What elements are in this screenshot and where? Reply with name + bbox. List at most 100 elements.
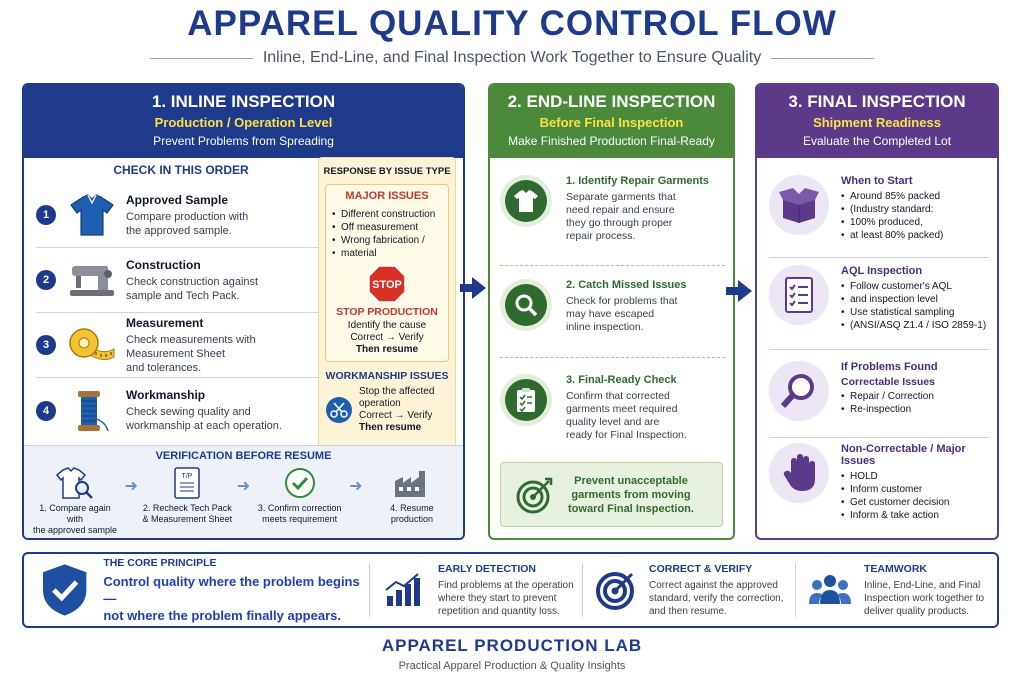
endline-level: Before Final Inspection [539,115,684,130]
core-principle-bar: THE CORE PRINCIPLE Control quality where… [22,552,999,628]
problems-title: If Problems Found [841,361,938,373]
shirt-magnifier-icon [30,466,120,500]
endline-title: 2. END-LINE INSPECTION [507,92,716,111]
step-title: Construction [126,257,201,272]
repair-shirt-icon [500,175,552,227]
step-title: Approved Sample [126,192,229,207]
clipboard-checklist-icon [500,374,552,426]
list-item: Inform & take action [841,509,991,522]
list-item: Wrong fabrication / [332,234,448,247]
list-item: Repair / Correction [841,390,991,403]
flow-arrow-icon [726,280,752,302]
final-start-list: Around 85% packed (Industry standard: 10… [841,190,991,242]
endline-inspection-panel: 2. END-LINE INSPECTION Before Final Insp… [488,83,735,540]
list-item: Get customer decision [841,496,991,509]
divider [795,563,796,617]
inline-desc: Prevent Problems from Spreading [153,134,334,148]
verification-section: VERIFICATION BEFORE RESUME 1. Compare ag… [24,445,463,538]
arrow-right-icon: ➜ [124,478,138,495]
list-item: at least 80% packed) [841,229,991,242]
teamwork-title: TEAMWORK [864,562,927,575]
step-number: 3 [36,335,56,355]
correct-verify-block: CORRECT & VERIFY Correct against the app… [583,560,795,620]
endline-item-title: 2. Catch Missed Issues [566,279,687,291]
workmanship-issues-desc: Stop the affected operation Correct → Ve… [359,386,435,433]
magnifier-icon [769,361,829,421]
endline-item: 3. Final-Ready Check Confirm that correc… [500,374,725,442]
verification-title: VERIFICATION BEFORE RESUME [155,450,332,462]
verification-step: T/P 2. Recheck Tech Pack& Measurement Sh… [142,466,232,525]
list-item: Follow customer's AQL [841,280,991,293]
main-subtitle: Inline, End-Line, and Final Inspection W… [262,49,762,66]
final-header: 3. FINAL INSPECTION Shipment Readiness E… [757,85,997,158]
sewing-machine-icon [68,256,116,304]
arrow-right-icon: ➜ [349,478,363,495]
step-title: Workmanship [126,388,206,402]
divider [769,349,989,350]
hand-stop-icon [769,443,829,503]
endline-item-title: 1. Identify Repair Garments [566,175,710,187]
inline-level: Production / Operation Level [154,115,333,130]
footer-brand: APPAREL PRODUCTION LAB [381,636,643,655]
list-item: HOLD [841,470,991,483]
core-principle-text: Control quality where the problem begins… [103,573,360,623]
correctable-list: Repair / Correction Re-inspection [841,390,991,416]
check-step: 1 Approved Sample Compare production wit… [36,183,326,248]
check-order-list: CHECK IN THIS ORDER 1 Approved Sample Co… [36,163,326,443]
polo-shirt-icon [68,191,116,239]
list-item: Off measurement [332,221,448,234]
main-title: APPAREL QUALITY CONTROL FLOW [187,4,837,43]
divider [582,563,583,617]
step-number: 4 [36,400,56,421]
list-item: (Industry standard: [841,203,991,216]
stop-sign-icon: STOP [326,265,448,303]
noncorrectable-title: Non-Correctable / Major Issues [841,443,966,467]
response-heading: RESPONSE BY ISSUE TYPE [323,166,451,177]
final-title: 3. FINAL INSPECTION [788,92,966,111]
flow-arrow-icon [460,277,486,299]
scissors-icon [326,397,352,423]
bar-chart-icon [385,573,420,606]
final-desc: Evaluate the Completed Lot [802,134,952,148]
check-circle-icon [255,466,345,500]
inline-title: 1. INLINE INSPECTION [151,92,336,111]
core-principle-title: THE CORE PRINCIPLE [103,556,217,569]
stop-sign-text: STOP [372,279,402,291]
final-inspection-panel: 3. FINAL INSPECTION Shipment Readiness E… [755,83,999,540]
final-item-noncorrectable: Non-Correctable / Major Issues HOLD Info… [769,443,994,522]
arrow-right-icon: ➜ [236,478,251,495]
response-panel: RESPONSE BY ISSUE TYPE MAJOR ISSUES Diff… [318,157,456,449]
divider [369,563,370,617]
final-item-problems: If Problems Found Correctable Issues Rep… [769,361,994,421]
step-number: 2 [36,270,56,290]
core-principle-block: THE CORE PRINCIPLE Control quality where… [24,556,369,623]
inline-inspection-panel: 1. INLINE INSPECTION Production / Operat… [22,83,465,540]
inline-header: 1. INLINE INSPECTION Production / Operat… [24,85,463,158]
shield-check-icon [42,564,87,616]
final-start-title: When to Start [841,175,913,187]
stop-production-title: STOP PRODUCTION [336,306,438,318]
stop-production-desc: Identify the cause Correct → Verify Then… [347,320,427,355]
aql-title: AQL Inspection [841,265,923,277]
tape-measure-icon [68,321,116,369]
endline-item-title: 3. Final-Ready Check [566,374,677,386]
divider [500,265,725,266]
early-detection-title: EARLY DETECTION [438,562,537,575]
tech-pack-label: T/P [182,473,193,480]
list-item: 100% produced, [841,216,991,229]
list-item: (ANSI/ASQ Z1.4 / ISO 2859-1) [841,319,991,332]
verification-step-label: 2. Recheck Tech Pack& Measurement Sheet [142,503,233,524]
